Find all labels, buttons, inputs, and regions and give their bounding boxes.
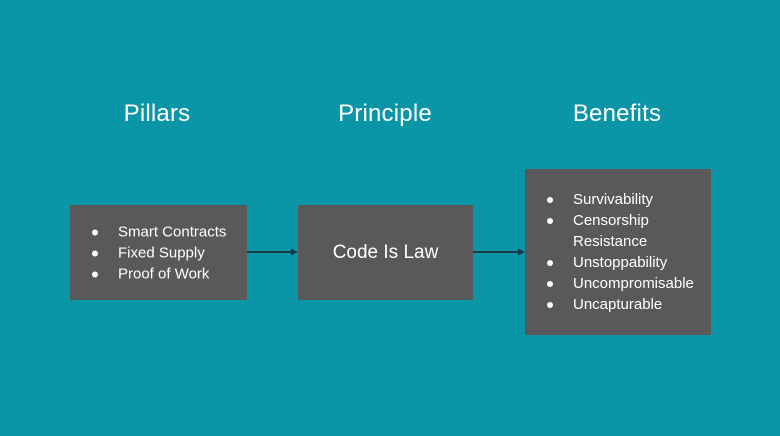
list-item: Fixed Supply (92, 242, 233, 263)
arrow-right-icon (247, 248, 298, 256)
bullet-dot-icon (547, 302, 553, 308)
list-item: Censorship Resistance (547, 210, 697, 252)
principle-label: Code Is Law (332, 241, 439, 263)
list-item-label: Uncompromisable (573, 275, 694, 292)
arrow-pillars-to-principle (247, 246, 299, 258)
node-box-pillars: Smart Contracts Fixed Supply Proof of Wo… (70, 205, 247, 300)
list-item: Survivability (547, 189, 697, 210)
bullet-dot-icon (547, 260, 553, 266)
bullet-dot-icon (547, 218, 553, 224)
list-item: Uncompromisable (547, 273, 697, 294)
list-item: Uncapturable (547, 294, 697, 315)
list-item-label: Fixed Supply (118, 244, 205, 261)
bullet-dot-icon (92, 271, 98, 277)
list-item: Smart Contracts (92, 221, 233, 242)
bullet-dot-icon (547, 197, 553, 203)
benefits-bullet-list: Survivability Censorship Resistance Unst… (525, 189, 711, 315)
column-heading-principle: Principle (338, 100, 432, 127)
node-box-benefits: Survivability Censorship Resistance Unst… (525, 169, 711, 335)
arrow-principle-to-benefits (473, 246, 526, 258)
pillars-bullet-list: Smart Contracts Fixed Supply Proof of Wo… (70, 221, 247, 284)
bullet-dot-icon (92, 229, 98, 235)
column-heading-pillars: Pillars (123, 100, 191, 127)
list-item-label: Uncapturable (573, 296, 663, 313)
list-item-label: Smart Contracts (118, 223, 227, 240)
list-item: Unstoppability (547, 252, 697, 273)
list-item-label: Unstoppability (573, 254, 668, 271)
bullet-dot-icon (547, 281, 553, 287)
list-item-label: Censorship Resistance (573, 212, 649, 250)
column-heading-benefits: Benefits (572, 100, 662, 127)
list-item-label: Proof of Work (118, 265, 210, 282)
list-item-label: Survivability (573, 191, 654, 208)
arrow-right-icon (473, 248, 525, 256)
node-box-principle: Code Is Law (298, 205, 473, 300)
list-item: Proof of Work (92, 263, 233, 284)
bullet-dot-icon (92, 250, 98, 256)
